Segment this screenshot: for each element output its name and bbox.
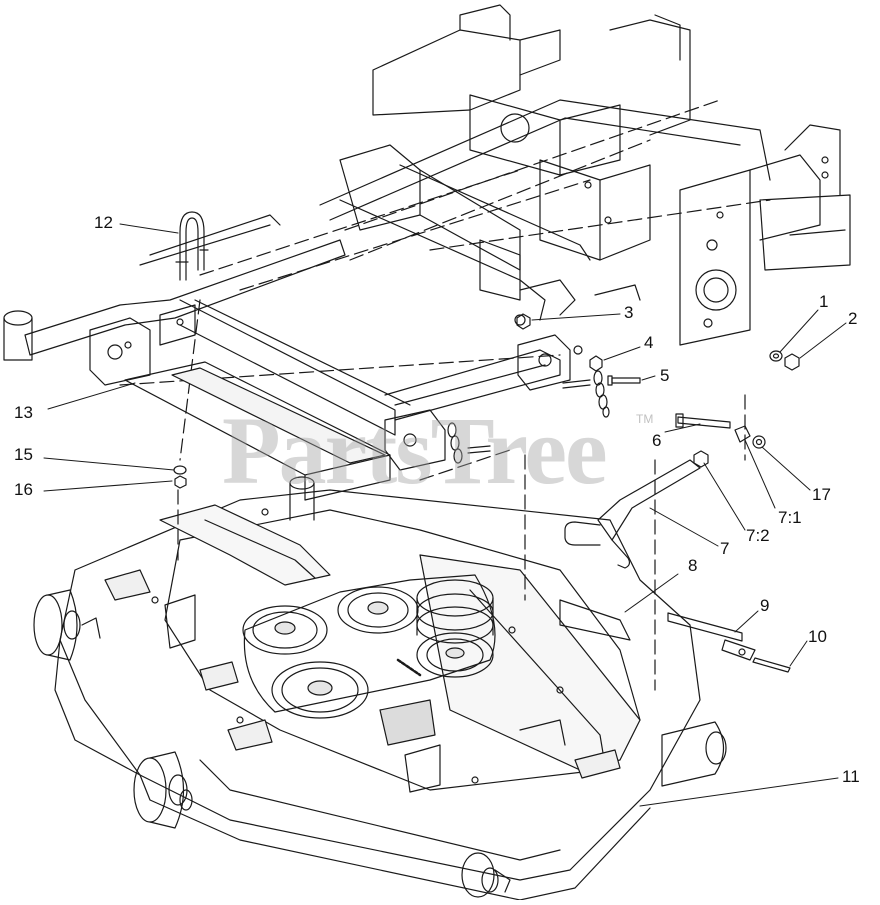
callout-1: 1 [819,293,828,310]
watermark-tm: TM [636,412,653,426]
leader-lines [44,224,846,806]
callout-3: 3 [624,304,633,321]
callout-16: 16 [14,481,33,498]
callout-8: 8 [688,557,697,574]
callout-5: 5 [660,367,669,384]
callout-13: 13 [14,404,33,421]
callout-17: 17 [812,486,831,503]
callout-10: 10 [808,628,827,645]
lift-arm-9 [668,613,755,660]
callout-7-2: 7:2 [746,527,770,544]
callout-11: 11 [842,768,860,785]
tractor-frame [240,5,850,345]
callout-15: 15 [14,446,33,463]
callout-12: 12 [94,214,113,231]
callout-6: 6 [652,432,661,449]
callout-4: 4 [644,334,653,351]
callout-9: 9 [760,597,769,614]
callout-2: 2 [848,310,857,327]
callout-7: 7 [720,540,729,557]
callout-7-1: 7:1 [778,509,802,526]
watermark: PartsTree [222,395,606,506]
